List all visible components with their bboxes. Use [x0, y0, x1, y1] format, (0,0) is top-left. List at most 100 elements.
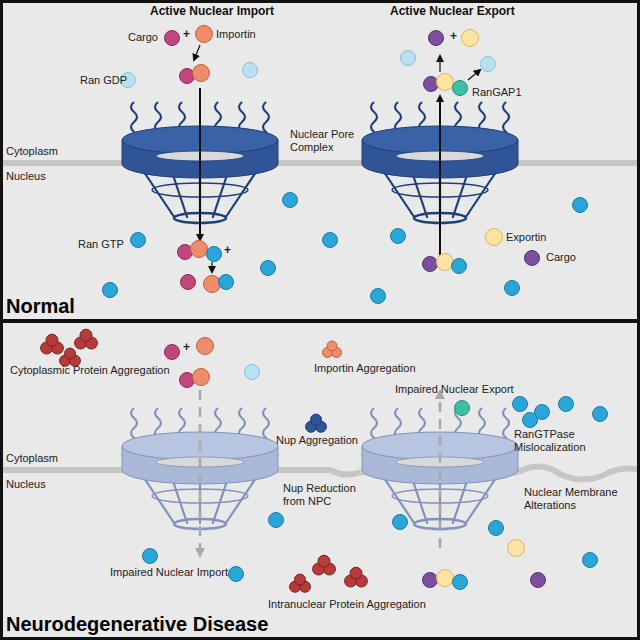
molecule: [46, 334, 58, 346]
label: Active Nuclear Import: [150, 5, 274, 18]
molecule: [489, 521, 504, 536]
molecule: [525, 251, 540, 266]
label: Nup Reduction from NPC: [283, 482, 359, 508]
molecule: [229, 567, 244, 582]
molecule: [181, 275, 196, 290]
molecule: [573, 198, 588, 213]
label: Exportin: [506, 231, 546, 244]
molecule: [165, 31, 180, 46]
molecule: [318, 555, 330, 567]
nuclear-membrane: [0, 466, 640, 479]
molecule: [178, 245, 193, 260]
molecule: [204, 276, 221, 293]
molecule: [327, 341, 337, 351]
molecule: [437, 570, 454, 587]
label: Cargo: [128, 31, 158, 44]
molecule: [583, 553, 598, 568]
arrow: [439, 96, 441, 255]
label: Impaired Nuclear Import: [110, 566, 228, 579]
arrow: [439, 392, 442, 548]
molecule: [219, 275, 234, 290]
label: Ran GTP: [78, 238, 124, 251]
molecule: [131, 233, 146, 248]
label: Nuclear Membrane Alterations: [524, 486, 624, 512]
label: Intranuclear Protein Aggregation: [268, 598, 426, 611]
molecule: [165, 345, 180, 360]
label: Importin Aggregation: [314, 362, 416, 375]
label: Nucleus: [6, 478, 46, 491]
molecule: [196, 26, 213, 43]
molecule: [295, 574, 306, 585]
molecule: [391, 229, 406, 244]
label: +: [183, 341, 190, 354]
molecule: [401, 51, 416, 66]
panel-title: Normal: [6, 295, 75, 318]
label: Cytoplasmic Protein Aggregation: [10, 364, 170, 377]
label: +: [224, 244, 231, 257]
label: Active Nuclear Export: [390, 5, 515, 18]
molecule: [350, 567, 362, 579]
molecule: [455, 401, 470, 416]
label: Ran GDP: [80, 74, 127, 87]
molecule: [243, 63, 258, 78]
molecule: [311, 414, 322, 425]
molecule: [452, 259, 467, 274]
arrow: [194, 45, 200, 60]
panel: Normal: [0, 0, 640, 322]
molecule: [191, 241, 208, 258]
molecule: [505, 281, 520, 296]
molecule: [245, 365, 260, 380]
molecule: [453, 575, 468, 590]
molecule: [65, 348, 76, 359]
label: Nup Aggregation: [276, 434, 358, 447]
molecule: [143, 549, 158, 564]
molecule: [593, 407, 608, 422]
panel-title: Neurodegenerative Disease: [6, 613, 268, 636]
arrow: [199, 390, 202, 555]
molecule: [207, 247, 222, 262]
arrow: [439, 56, 440, 72]
label: Importin: [216, 28, 256, 41]
molecule: [437, 74, 454, 91]
label: RanGAP1: [472, 86, 522, 99]
molecule: [371, 289, 386, 304]
label: Cargo: [546, 251, 576, 264]
molecule: [423, 257, 438, 272]
molecule: [531, 573, 546, 588]
molecule: [453, 81, 468, 96]
molecule: [429, 31, 444, 46]
molecule: [508, 540, 525, 557]
molecule: [261, 261, 276, 276]
molecule: [437, 254, 454, 271]
molecule: [481, 57, 496, 72]
molecule: [193, 65, 210, 82]
arrow: [211, 262, 212, 272]
molecule: [513, 397, 528, 412]
molecule: [197, 338, 214, 355]
label: RanGTPase Mislocalization: [514, 428, 614, 454]
label: +: [450, 30, 457, 43]
molecule: [323, 233, 338, 248]
label: Nucleus: [6, 170, 46, 183]
molecule: [269, 513, 284, 528]
molecule: [180, 373, 195, 388]
molecule: [393, 515, 408, 530]
nuclear-membrane: [0, 160, 640, 166]
arrow: [468, 70, 480, 80]
molecule: [523, 413, 538, 428]
label: Cytoplasm: [6, 452, 58, 465]
molecule: [559, 397, 574, 412]
molecule: [103, 283, 118, 298]
molecule: [283, 193, 298, 208]
label: +: [183, 28, 190, 41]
label: Cytoplasm: [6, 145, 58, 158]
molecule: [486, 229, 503, 246]
label: Impaired Nuclear Export: [395, 383, 514, 396]
label: Nuclear Pore Complex: [290, 128, 356, 154]
molecule: [80, 329, 92, 341]
molecule: [180, 69, 195, 84]
molecule: [193, 369, 210, 386]
arrow: [199, 88, 201, 240]
molecule: [462, 30, 479, 47]
